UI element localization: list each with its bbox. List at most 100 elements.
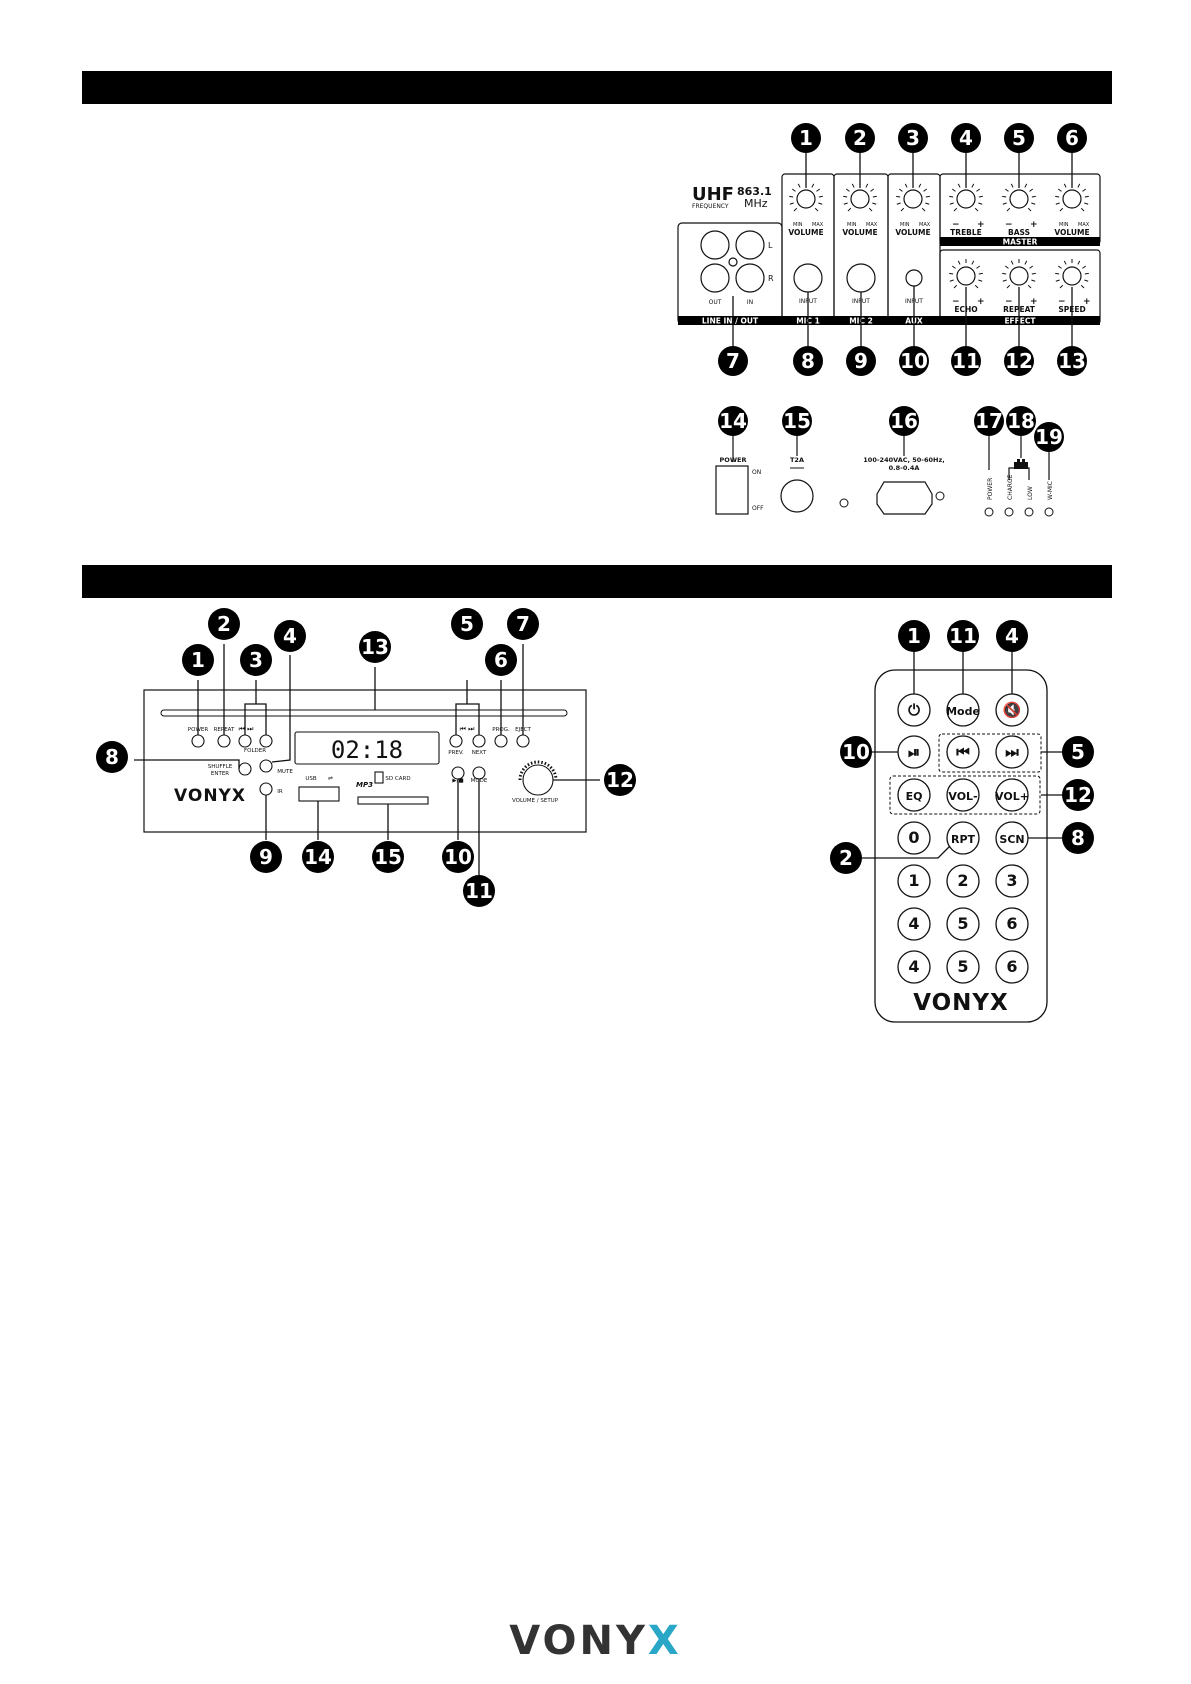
callout-marker: 15 bbox=[782, 406, 812, 436]
minus-label: − bbox=[1005, 220, 1013, 230]
callout-number: 9 bbox=[259, 845, 273, 869]
right-channel-label: R bbox=[768, 274, 774, 283]
min-label: MIN bbox=[793, 222, 803, 228]
sd-card-slot[interactable] bbox=[357, 796, 429, 805]
remote-mute-button[interactable]: 🔇 bbox=[995, 693, 1029, 727]
wmic-led-label: W-MIC bbox=[1047, 481, 1054, 500]
callout-number: 14 bbox=[304, 845, 332, 869]
volume-knob-3[interactable] bbox=[903, 189, 923, 209]
remote-rpt-button[interactable]: RPT bbox=[946, 821, 980, 855]
rca-jack[interactable] bbox=[735, 230, 765, 260]
speed-knob[interactable] bbox=[1062, 266, 1082, 286]
callout-marker: 2 bbox=[845, 123, 875, 153]
remote-digit-button[interactable]: 5 bbox=[946, 907, 980, 941]
callout-number: 1 bbox=[799, 126, 813, 150]
remote-digit-button[interactable]: 3 bbox=[995, 864, 1029, 898]
remote-vol-plus-button[interactable]: VOL+ bbox=[995, 778, 1029, 812]
callout-marker: 3 bbox=[240, 644, 272, 676]
usb-label: USB bbox=[305, 776, 317, 782]
max-label: MAX bbox=[812, 222, 824, 228]
plus-label: + bbox=[977, 220, 985, 230]
sd-card-icon bbox=[374, 771, 384, 784]
remote-digit-button[interactable]: 4 bbox=[897, 950, 931, 984]
remote-digit-button-label: 5 bbox=[957, 914, 968, 933]
on-label: ON bbox=[752, 469, 761, 476]
callout-number: 10 bbox=[842, 740, 870, 764]
callout-number: 16 bbox=[890, 409, 918, 433]
callout-number: 1 bbox=[191, 648, 205, 672]
remote-power-button[interactable]: ⏻ bbox=[897, 693, 931, 727]
mains-current-label: 0.8-0.4A bbox=[889, 464, 920, 472]
power-switch[interactable] bbox=[715, 465, 749, 515]
remote-eq-button[interactable]: EQ bbox=[897, 778, 931, 812]
rca-jack[interactable] bbox=[735, 263, 765, 293]
callout-marker: 14 bbox=[718, 406, 748, 436]
frequency-value: 863.1 bbox=[737, 185, 772, 198]
remote-mode-button[interactable]: Mode bbox=[946, 693, 980, 727]
remote-play-pause-icon: ⏯ bbox=[908, 743, 920, 761]
max-label: MAX bbox=[1078, 222, 1090, 228]
callout-marker: 4 bbox=[274, 620, 306, 652]
shuffle-label: SHUFFLE bbox=[208, 764, 233, 770]
remote-digit-button-label: 6 bbox=[1006, 957, 1017, 976]
volume-knob-2[interactable] bbox=[850, 189, 870, 209]
callout-number: 13 bbox=[1058, 349, 1086, 373]
callout-number: 11 bbox=[952, 349, 980, 373]
callout-marker: 14 bbox=[302, 841, 334, 873]
remote-play-pause-button[interactable]: ⏯ bbox=[897, 735, 931, 769]
remote-scn-button[interactable]: SCN bbox=[995, 821, 1029, 855]
remote-body bbox=[874, 669, 1048, 1023]
remote-digit-button[interactable]: 2 bbox=[946, 864, 980, 898]
folder-skip-icons: ⏮ ⏭ bbox=[460, 725, 476, 733]
bass-knob[interactable] bbox=[1009, 189, 1029, 209]
callout-number: 8 bbox=[1071, 826, 1085, 850]
max-label: MAX bbox=[919, 222, 931, 228]
volume-knob-1[interactable] bbox=[796, 189, 816, 209]
callout-number: 2 bbox=[853, 126, 867, 150]
uhf-label: UHF bbox=[692, 184, 734, 205]
rca-jack[interactable] bbox=[700, 263, 730, 293]
callout-marker: 1 bbox=[791, 123, 821, 153]
fuse-label: T2A bbox=[790, 456, 804, 464]
callout-number: 13 bbox=[361, 635, 389, 659]
callout-number: 12 bbox=[606, 768, 634, 792]
remote-digit-button[interactable]: 1 bbox=[897, 864, 931, 898]
callout-marker: 2 bbox=[830, 842, 862, 874]
low-led-label: LOW bbox=[1027, 486, 1034, 500]
remote-digit-button[interactable]: 5 bbox=[946, 950, 980, 984]
callout-marker: 9 bbox=[846, 346, 876, 376]
mains-socket[interactable] bbox=[876, 481, 933, 515]
remote-eq-button-label: EQ bbox=[906, 790, 923, 803]
volume-setup-label: VOLUME / SETUP bbox=[512, 798, 559, 804]
callout-number: 6 bbox=[1065, 126, 1079, 150]
callout-marker: 7 bbox=[718, 346, 748, 376]
callout-number: 17 bbox=[975, 409, 1003, 433]
remote-digit-button[interactable]: 4 bbox=[897, 907, 931, 941]
line-io-label: LINE IN / OUT bbox=[702, 317, 759, 326]
mute-button[interactable] bbox=[259, 759, 273, 773]
callout-marker: 1 bbox=[182, 644, 214, 676]
repeat-knob[interactable] bbox=[1009, 266, 1029, 286]
remote-digit-0-button[interactable]: 0 bbox=[897, 821, 931, 855]
echo-knob[interactable] bbox=[956, 266, 976, 286]
knob-label: VOLUME bbox=[1054, 228, 1089, 237]
callout-marker: 18 bbox=[1006, 406, 1036, 436]
remote-next-button[interactable]: ⏭ bbox=[995, 735, 1029, 769]
disc-slot bbox=[160, 709, 568, 717]
power-led-label: POWER bbox=[987, 478, 994, 500]
remote-prev-button[interactable]: ⏮ bbox=[946, 735, 980, 769]
callout-marker: 10 bbox=[899, 346, 929, 376]
remote-vol-minus-button[interactable]: VOL- bbox=[946, 778, 980, 812]
master-volume-knob[interactable] bbox=[1062, 189, 1082, 209]
remote-digit-button-label: 5 bbox=[957, 957, 968, 976]
remote-digit-button[interactable]: 6 bbox=[995, 950, 1029, 984]
treble-knob[interactable] bbox=[956, 189, 976, 209]
fuse-holder[interactable] bbox=[780, 479, 814, 513]
remote-vol-minus-button-label: VOL- bbox=[948, 790, 977, 803]
off-label: OFF bbox=[752, 505, 764, 512]
usb-port[interactable] bbox=[298, 786, 340, 802]
rca-jack[interactable] bbox=[700, 230, 730, 260]
minus-label: − bbox=[952, 297, 960, 307]
remote-digit-button[interactable]: 6 bbox=[995, 907, 1029, 941]
